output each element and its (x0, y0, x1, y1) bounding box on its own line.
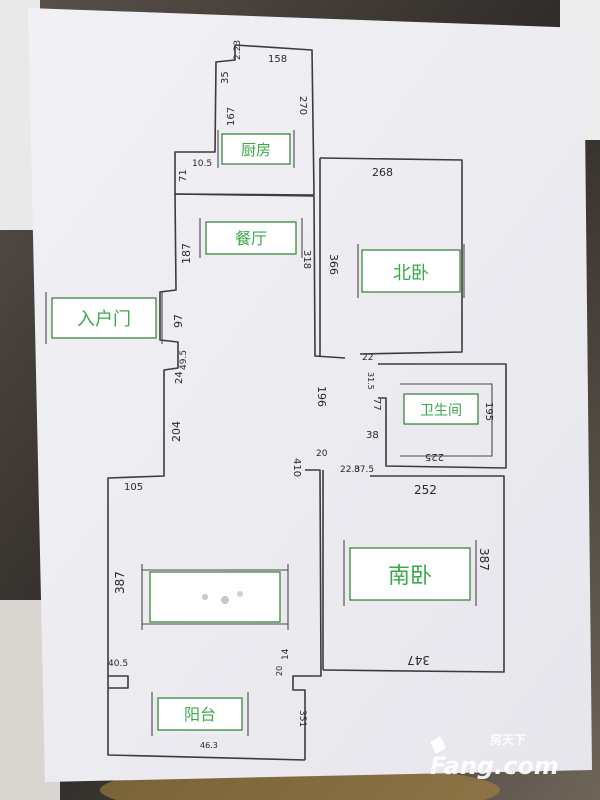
dim-k-35: 35 (220, 71, 231, 84)
dimension-annotations: 2.23 158 35 167 270 10.5 71 268 366 187 … (108, 40, 494, 750)
fang-logo-icon (430, 736, 446, 754)
dim-b-225: 225 (425, 451, 444, 462)
north-bedroom-label: 北卧 (393, 263, 429, 284)
dim-bal-351: 351 (297, 710, 307, 727)
outline-left (174, 44, 315, 196)
outline-west (107, 193, 306, 761)
bathroom-walls (378, 363, 507, 469)
dim-n-366: 366 (327, 254, 340, 275)
dim-b-38: 38 (366, 430, 379, 441)
dim-b-77: 77 (371, 398, 382, 411)
north-bedroom-walls (319, 157, 463, 355)
dim-l-387: 387 (113, 571, 127, 594)
living-room-label-box (141, 564, 289, 630)
balcony-label: 阳台 (184, 705, 216, 724)
dim-k-top: 158 (268, 54, 287, 65)
entrance-label: 入户门 (77, 309, 131, 330)
center-column (292, 469, 322, 760)
dim-b-315: 31.5 (366, 372, 375, 390)
bathroom-label: 卫生间 (420, 403, 462, 419)
dim-k-270: 270 (297, 96, 308, 115)
fang-watermark: 房天下 Fang.com (430, 732, 559, 780)
dim-k-71: 71 (178, 169, 189, 182)
watermark-brand-en: Fang.com (430, 752, 559, 780)
dining-label: 餐厅 (235, 229, 267, 248)
dim-k-105: 10.5 (192, 159, 212, 169)
dim-s-347: 347 (407, 653, 430, 667)
dim-d-187: 187 (180, 243, 193, 264)
dim-bal-463: 46.3 (200, 741, 218, 750)
smudge-icon (202, 591, 243, 604)
balcony-walls (108, 675, 129, 689)
dim-e-97: 97 (172, 314, 185, 328)
dim-k-167: 167 (226, 107, 237, 126)
bathroom-label-box: 卫生间 (403, 393, 479, 425)
dim-bal-14: 14 (281, 648, 291, 660)
dining-label-box: 餐厅 (199, 218, 303, 258)
dim-l-204: 204 (170, 421, 183, 442)
bathroom-inner (400, 383, 493, 457)
dim-c-410: 410 (291, 458, 302, 477)
dim-l-4005: 40.5 (108, 659, 128, 669)
dim-l-105: 105 (124, 482, 143, 493)
dim-n-top: 268 (372, 166, 393, 179)
dim-c-20: 20 (316, 449, 328, 459)
entrance-label-box: 入户门 (45, 292, 163, 344)
south-bedroom-walls (322, 475, 505, 673)
kitchen-label: 厨房 (241, 141, 271, 159)
dim-b-22: 22 (362, 353, 373, 363)
south-bedroom-label-box: 南卧 (343, 540, 477, 606)
balcony-label-box: 阳台 (151, 692, 249, 736)
dim-c-223: 22.3 (340, 465, 360, 475)
watermark-brand-cn: 房天下 (490, 732, 526, 747)
kitchen-label-box: 厨房 (217, 130, 295, 168)
dim-bal-20: 20 (275, 666, 284, 676)
outline-center (313, 195, 346, 359)
dim-b-195: 195 (483, 402, 494, 421)
dim-c-196: 196 (315, 386, 328, 407)
south-bedroom-label: 南卧 (388, 564, 432, 589)
dim-k-top-left: 2.23 (233, 40, 243, 60)
dim-s-387: 387 (477, 548, 491, 571)
dim-s-252: 252 (414, 483, 437, 497)
dim-l-24: 24 (174, 371, 185, 384)
dim-d-318: 318 (301, 250, 312, 269)
kitchen-wall (174, 193, 315, 197)
dim-b-875: 87.5 (354, 465, 374, 475)
north-bedroom-label-box: 北卧 (357, 244, 465, 298)
dim-e-4915: 49.5 (179, 350, 189, 370)
